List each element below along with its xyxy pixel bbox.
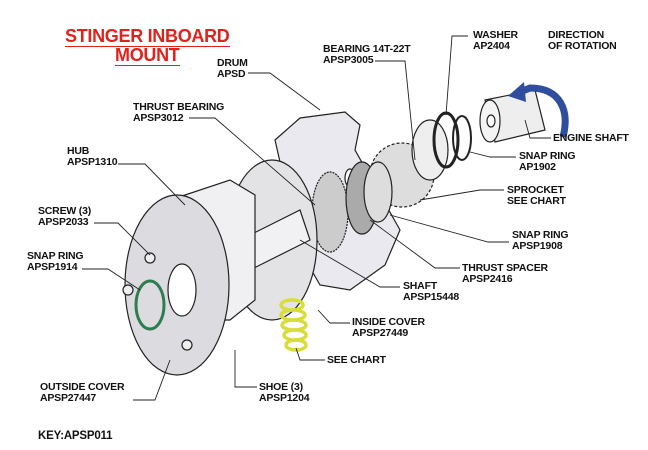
label-part: APSP1908 xyxy=(512,240,563,252)
label-name: BEARING 14T-22T xyxy=(323,43,411,55)
label-name: THRUST SPACER xyxy=(462,262,548,274)
label-part: AP2404 xyxy=(473,40,510,52)
label-name: SPROCKET xyxy=(507,184,564,196)
snap-ring-apsp1908-part xyxy=(363,161,393,223)
label-name: SEE CHART xyxy=(327,354,386,366)
label-part: APSP3012 xyxy=(133,112,184,124)
label-name: INSIDE COVER xyxy=(352,316,425,328)
label-part: APSP27447 xyxy=(40,392,96,404)
label-part: APSP1310 xyxy=(67,156,118,168)
title-line-2: MOUNT xyxy=(115,45,180,66)
label-part: APSP15448 xyxy=(403,291,459,303)
label-spring: SEE CHART xyxy=(327,355,386,366)
label-name: DRUM xyxy=(217,57,248,69)
label-name: SNAP RING xyxy=(519,150,576,162)
snap-ring-ap1902-part xyxy=(452,115,472,161)
label-name: SNAP RING xyxy=(27,250,84,262)
title-line-1: STINGER INBOARD xyxy=(65,26,230,47)
label-name: DIRECTION xyxy=(548,29,604,41)
label-name: OUTSIDE COVER xyxy=(40,381,125,393)
label-name: ENGINE SHAFT xyxy=(553,132,629,144)
label-name: SHAFT xyxy=(403,280,437,292)
label-name: SCREW (3) xyxy=(38,205,92,217)
label-part: APSD xyxy=(217,68,246,80)
snap-ring-apsp1914-part xyxy=(134,279,166,331)
label-name: SNAP RING xyxy=(512,229,569,241)
diagram-title: STINGER INBOARD xyxy=(65,27,230,47)
label-engine-shaft: ENGINE SHAFT xyxy=(553,133,629,144)
label-name: THRUST BEARING xyxy=(133,101,225,113)
label-name: HUB xyxy=(67,145,90,157)
label-part: APSP1914 xyxy=(27,261,78,273)
label-shoe: SHOE (3)APSP1204 xyxy=(259,381,310,404)
label-part: APSP2416 xyxy=(462,273,513,285)
label-part: SEE CHART xyxy=(507,195,566,207)
diagram-title-line-2: MOUNT xyxy=(115,46,180,66)
label-part: APSP27449 xyxy=(352,327,408,339)
label-part: APSP3005 xyxy=(323,54,374,66)
rotation-arrow-icon xyxy=(518,84,569,138)
label-name: SHOE (3) xyxy=(259,381,303,393)
label-part: OF ROTATION xyxy=(548,40,617,52)
label-screw: SCREW (3)APSP2033 xyxy=(38,206,91,228)
label-part: AP1902 xyxy=(519,161,556,173)
label-name: WASHER xyxy=(473,29,518,41)
bearing-part xyxy=(411,119,449,181)
key-label: KEY:APSP011 xyxy=(38,430,113,442)
label-part: APSP2033 xyxy=(38,216,89,228)
leader-lines xyxy=(82,35,551,401)
screw-part xyxy=(144,252,156,264)
spring-part xyxy=(279,298,308,352)
label-part: APSP1204 xyxy=(259,392,310,404)
